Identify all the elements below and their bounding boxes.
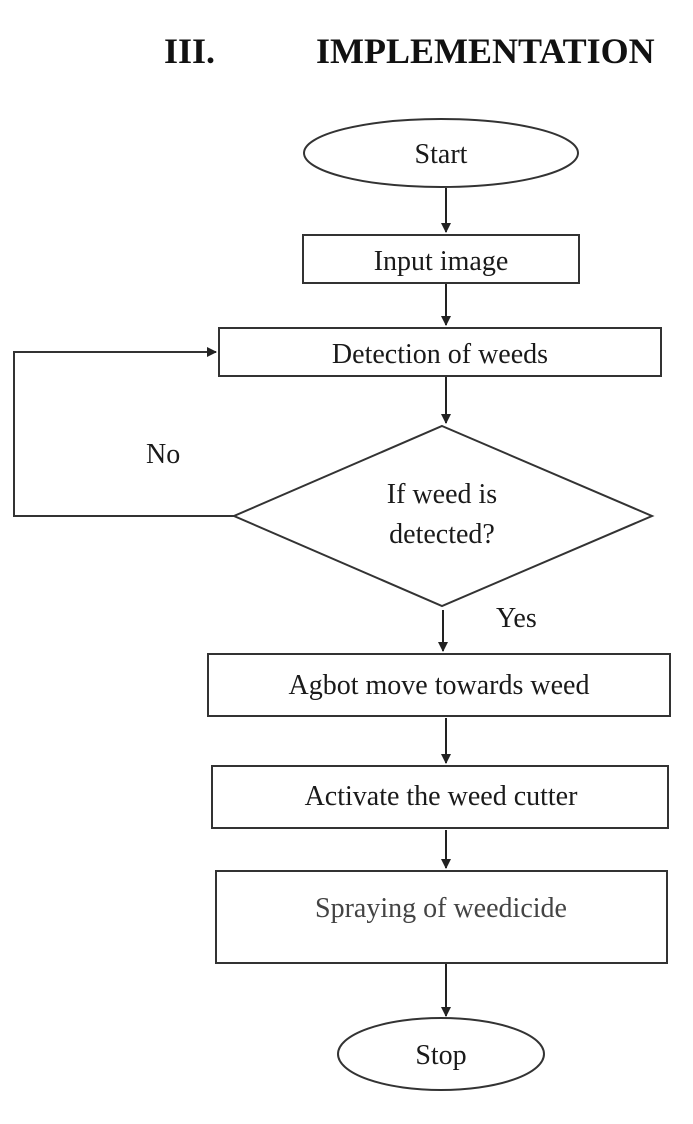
section-title: IMPLEMENTATION bbox=[316, 31, 655, 71]
stop-label: Stop bbox=[415, 1040, 466, 1071]
decision-diamond bbox=[231, 424, 655, 608]
detection-box bbox=[218, 327, 662, 377]
no-label: No bbox=[146, 439, 180, 470]
spray-label: Spraying of weedicide bbox=[315, 893, 567, 924]
activate-label: Activate the weed cutter bbox=[305, 781, 579, 812]
yes-label: Yes bbox=[496, 603, 537, 634]
activate-step: Activate the weed cutter bbox=[211, 765, 669, 829]
start-shape bbox=[303, 118, 579, 188]
stop-terminal: Stop bbox=[337, 1017, 545, 1091]
decision-step: If weed is detected? bbox=[231, 424, 655, 608]
decision-label-line2: detected? bbox=[389, 519, 495, 550]
section-heading: III. IMPLEMENTATION bbox=[0, 30, 693, 80]
detection-label: Detection of weeds bbox=[332, 339, 548, 370]
move-step: Agbot move towards weed bbox=[207, 653, 671, 717]
input-image-step: Input image bbox=[302, 234, 580, 284]
start-terminal: Start bbox=[303, 118, 579, 188]
start-label: Start bbox=[415, 139, 468, 170]
input-image-box bbox=[302, 234, 580, 284]
spray-step: Spraying of weedicide bbox=[215, 870, 668, 964]
spray-box bbox=[215, 870, 668, 964]
move-box bbox=[207, 653, 671, 717]
input-image-label: Input image bbox=[374, 246, 509, 277]
decision-label-line1: If weed is bbox=[387, 479, 497, 510]
activate-box bbox=[211, 765, 669, 829]
move-label: Agbot move towards weed bbox=[289, 670, 590, 701]
detection-step: Detection of weeds bbox=[218, 327, 662, 377]
section-number: III. bbox=[164, 31, 216, 71]
stop-shape bbox=[337, 1017, 545, 1091]
no-loop-connector bbox=[13, 347, 234, 517]
